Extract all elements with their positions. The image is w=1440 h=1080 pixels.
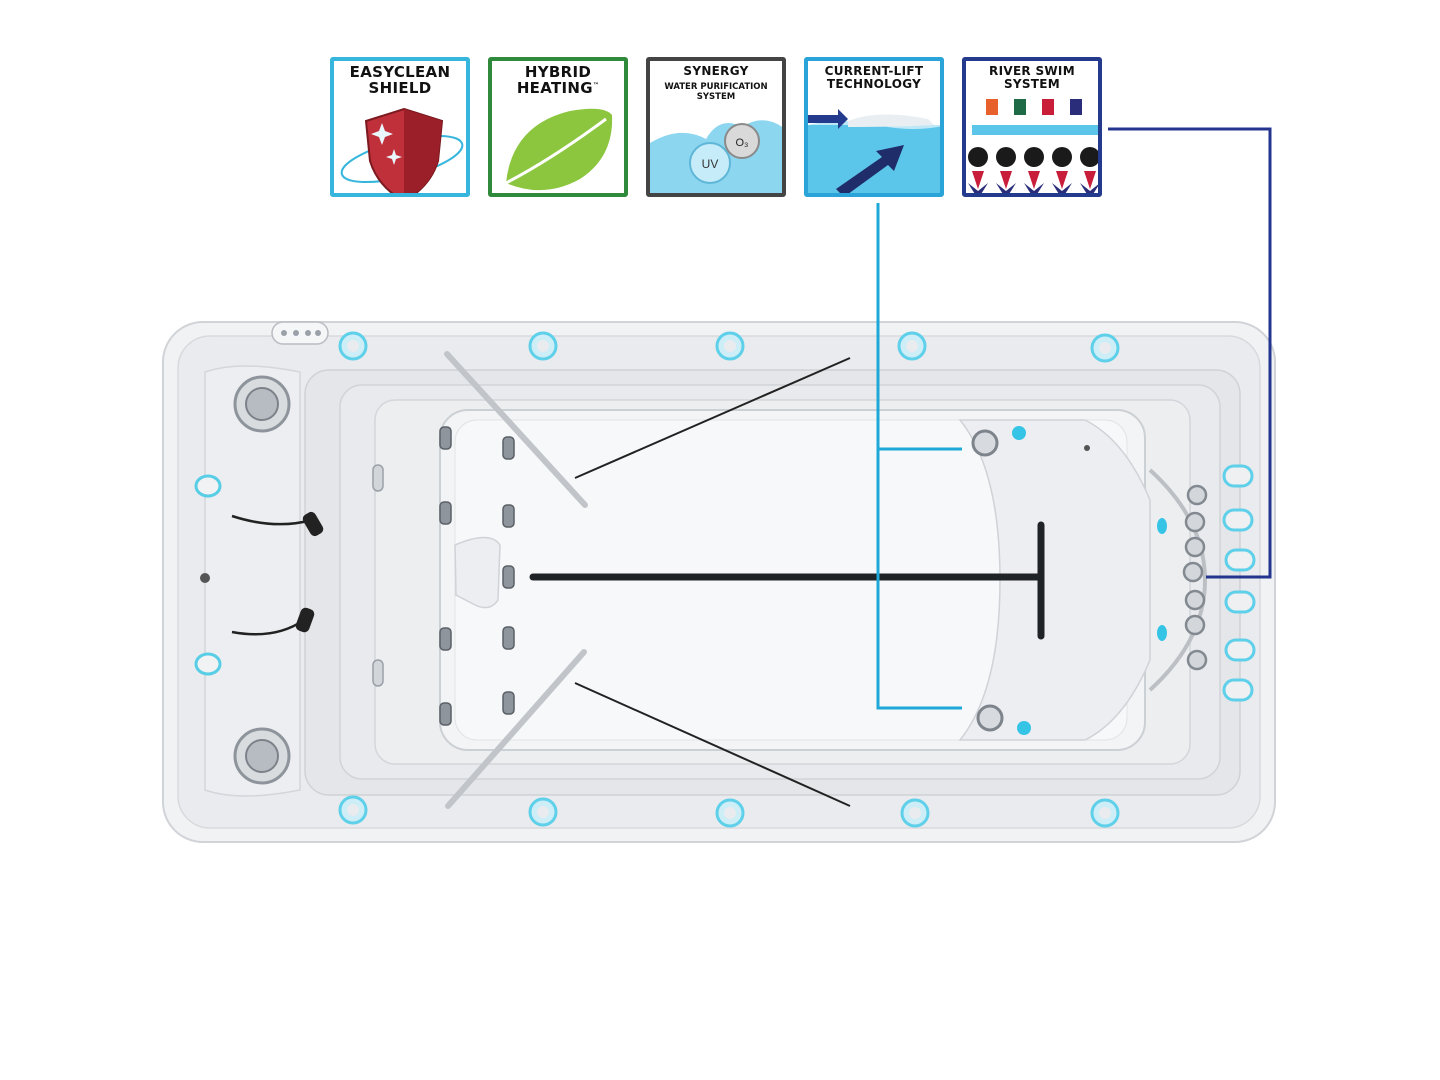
hybrid-heating-title: HYBRID HEATING (516, 63, 593, 97)
perimeter-lights (338, 331, 1120, 828)
swim-lane-line (529, 521, 1045, 640)
led-light (715, 331, 745, 361)
synergy-subtitle: WATER PURIFICATION SYSTEM (664, 82, 768, 103)
control-panel (271, 321, 329, 345)
river-swim-jets (1182, 484, 1208, 671)
current-lift-title: CURRENT-LIFT TECHNOLOGY (824, 64, 924, 91)
ozone-uv-icon: UV O₃ (650, 120, 782, 193)
uv-label: UV (702, 157, 719, 171)
led-light (338, 795, 368, 825)
synergy-title: SYNERGY (683, 64, 749, 78)
swimmer-current-icon (808, 109, 940, 193)
led-light (900, 798, 930, 828)
easyclean-shield-badge: EASYCLEAN SHIELD (330, 57, 470, 197)
led-light (1090, 798, 1120, 828)
shield-icon (340, 107, 464, 193)
filter-lid (233, 727, 291, 785)
led-light (528, 331, 558, 361)
river-swim-badge: RIVER SWIM SYSTEM (962, 57, 1102, 197)
led-light (897, 331, 927, 361)
filter-lid (233, 375, 291, 433)
jet-array-icon (968, 99, 1098, 193)
trademark-mark: ™ (592, 81, 600, 89)
massage-jets (439, 426, 515, 726)
current-lift-callout-line (876, 203, 962, 710)
led-light (528, 797, 558, 827)
current-lift-jet (976, 704, 1031, 735)
current-lift-badge: CURRENT-LIFT TECHNOLOGY (804, 57, 944, 197)
river-swim-title: RIVER SWIM SYSTEM (989, 64, 1075, 91)
rear-platform (958, 419, 1151, 741)
ozone-label: O₃ (735, 137, 748, 149)
rowing-bar (444, 351, 851, 508)
current-lift-jet (971, 426, 1026, 457)
hybrid-heating-badge: HYBRID HEATING™ (488, 57, 628, 197)
leaf-icon (505, 108, 613, 191)
rowing-bar (445, 649, 851, 809)
led-light (715, 798, 745, 828)
led-light (1090, 333, 1120, 363)
river-swim-callout-line (1108, 127, 1272, 579)
easyclean-shield-title: EASYCLEAN SHIELD (349, 63, 451, 97)
synergy-badge: SYNERGY WATER PURIFICATION SYSTEM UV O₃ (646, 57, 786, 197)
led-light (338, 331, 368, 361)
